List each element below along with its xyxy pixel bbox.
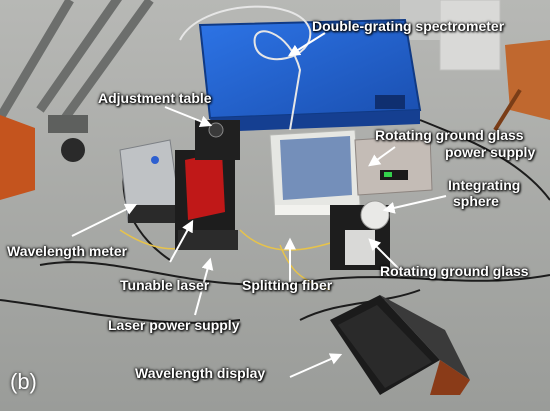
arrow-wavelength-display	[289, 353, 343, 378]
arrow-wavelength-meter	[71, 203, 138, 237]
tunable-laser-device	[175, 150, 238, 250]
ground-glass-power-device	[354, 134, 433, 196]
arrow-rotating-ground-glass	[368, 238, 401, 271]
arrow-tunable-laser	[169, 219, 194, 263]
label-tunable-laser: Tunable laser	[120, 277, 210, 293]
label-adjustment-table: Adjustment table	[98, 90, 212, 106]
label-spectrometer: Double-grating spectrometer	[312, 18, 505, 34]
label-integrating-sphere-2: sphere	[453, 193, 499, 209]
wavelength-meter-device	[119, 139, 181, 223]
label-ground-glass-power-1: Rotating ground glass	[375, 127, 524, 143]
label-ground-glass-power-2: power supply	[445, 144, 536, 160]
arrow-spectrometer	[287, 32, 326, 57]
label-wavelength-meter: Wavelength meter	[7, 243, 128, 259]
arrow-ground-glass-power	[368, 146, 396, 167]
stand-wheel	[61, 138, 85, 162]
orange-stool-right	[505, 40, 550, 120]
metal-stand	[0, 0, 154, 128]
laptop-device	[330, 295, 470, 395]
arrow-adjustment-table	[164, 106, 213, 128]
adjustment-table-device	[195, 120, 240, 160]
stool-leg	[493, 88, 522, 132]
label-rotating-ground-glass: Rotating ground glass	[380, 263, 529, 279]
integrating-sphere-device	[330, 200, 390, 270]
arrow-integrating-sphere	[382, 195, 447, 214]
panel-letter: (b)	[10, 369, 37, 394]
label-wavelength-display: Wavelength display	[135, 365, 266, 381]
power-supply-base	[269, 129, 361, 216]
label-splitting-fiber: Splitting fiber	[242, 277, 333, 293]
storage-box	[439, 0, 501, 71]
label-integrating-sphere-1: Integrating	[448, 177, 521, 193]
label-laser-power-supply: Laser power supply	[108, 317, 240, 333]
arrow-laser-power-supply	[194, 257, 214, 316]
orange-chair-left	[0, 115, 35, 200]
stand-base	[48, 115, 88, 133]
